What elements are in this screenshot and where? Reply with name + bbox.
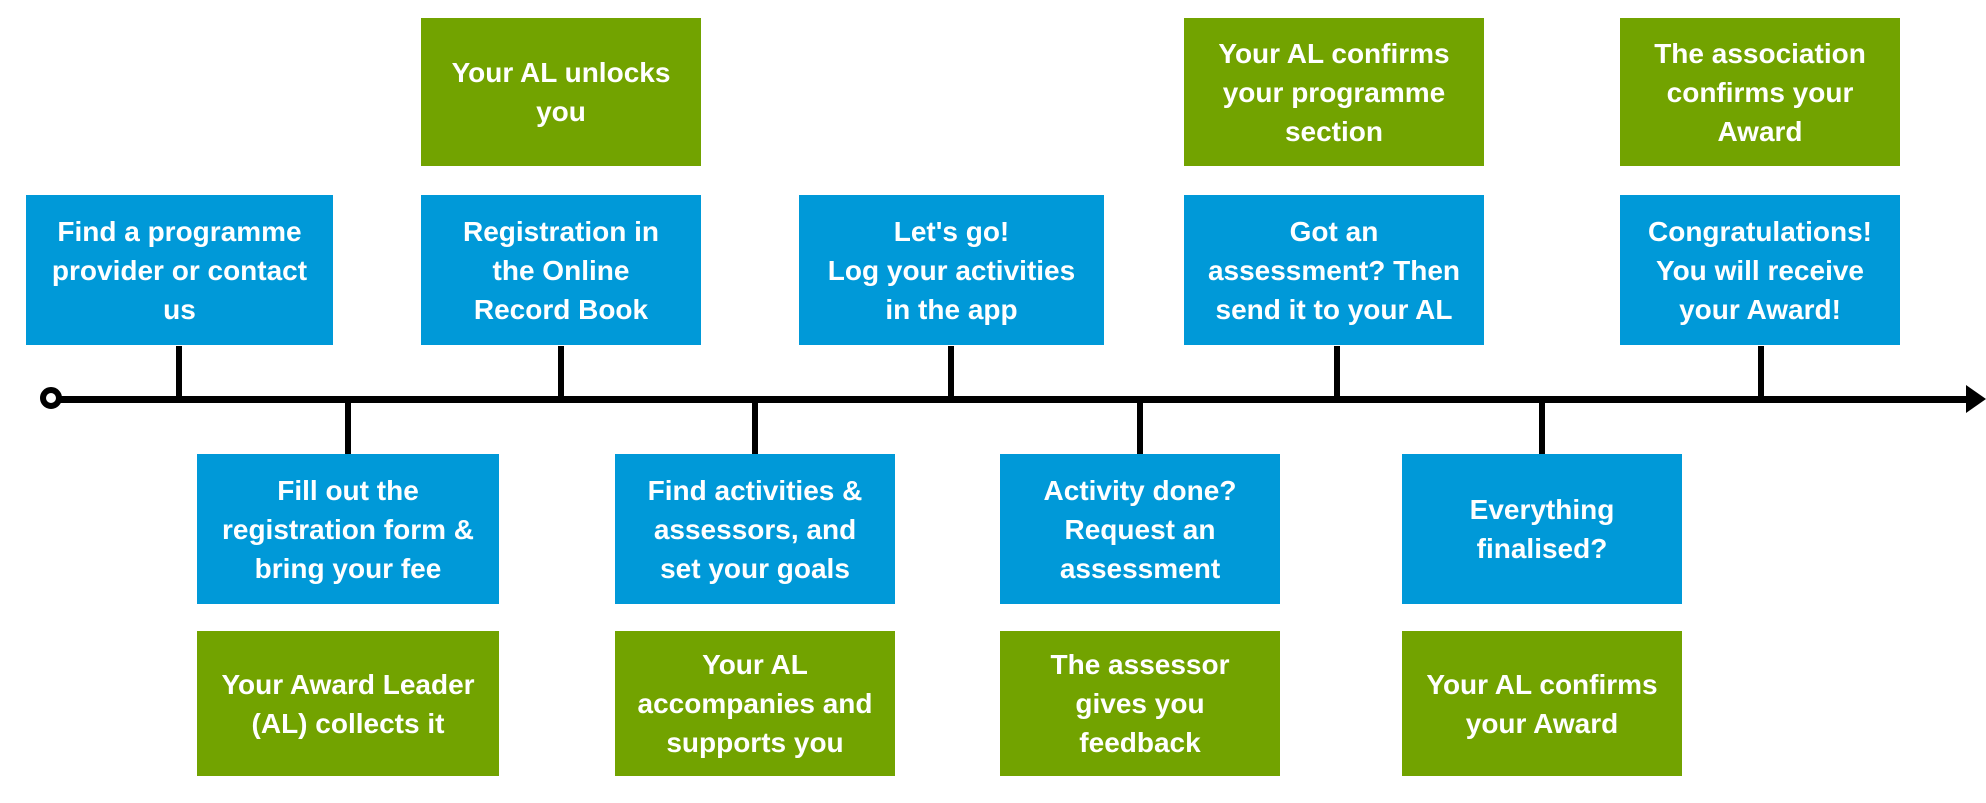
responsible-box-assessor-feedback: The assessor gives you feedback <box>1000 631 1280 776</box>
responsible-box-award-leader-collects: Your Award Leader (AL) collects it <box>197 631 499 776</box>
stem-bottom-2 <box>752 400 758 454</box>
stem-top-2 <box>558 346 564 400</box>
step-box-registration-form: Fill out the registration form & bring y… <box>197 454 499 604</box>
timeline-axis <box>50 396 1966 403</box>
stem-bottom-4 <box>1539 400 1545 454</box>
step-box-got-assessment: Got an assessment? Then send it to your … <box>1184 195 1484 345</box>
step-box-find-activities: Find activities & assessors, and set you… <box>615 454 895 604</box>
stem-top-1 <box>176 346 182 400</box>
timeline-arrow-head <box>1966 385 1986 413</box>
responsible-box-al-confirms-section: Your AL confirms your programme section <box>1184 18 1484 166</box>
responsible-box-al-unlocks: Your AL unlocks you <box>421 18 701 166</box>
step-box-find-provider: Find a programme provider or contact us <box>26 195 333 345</box>
stem-top-5 <box>1758 346 1764 400</box>
responsible-box-al-confirms-award: Your AL confirms your Award <box>1402 631 1682 776</box>
responsible-box-association-confirms: The association confirms your Award <box>1620 18 1900 166</box>
step-box-activity-done: Activity done? Request an assessment <box>1000 454 1280 604</box>
step-box-everything-finalised: Everything finalised? <box>1402 454 1682 604</box>
step-box-lets-go: Let's go! Log your activities in the app <box>799 195 1104 345</box>
step-box-registration: Registration in the Online Record Book <box>421 195 701 345</box>
stem-bottom-3 <box>1137 400 1143 454</box>
timeline-start-circle <box>40 387 62 409</box>
responsible-box-al-accompanies: Your AL accompanies and supports you <box>615 631 895 776</box>
stem-top-3 <box>948 346 954 400</box>
stem-top-4 <box>1334 346 1340 400</box>
stem-bottom-1 <box>345 400 351 454</box>
step-box-congratulations: Congratulations! You will receive your A… <box>1620 195 1900 345</box>
